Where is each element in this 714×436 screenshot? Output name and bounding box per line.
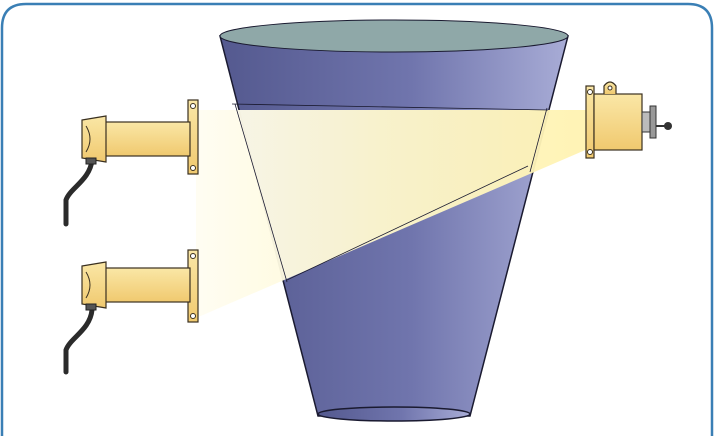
housing-nut: [85, 303, 97, 311]
hopper-bottom-rim: [317, 406, 471, 422]
cable-icon: [63, 307, 95, 375]
receiver: [585, 81, 672, 159]
lifting-eye-hole: [607, 85, 613, 91]
emitter-tube: [103, 121, 191, 157]
hopper-wall-right-line: [529, 107, 548, 173]
cable-icon: [63, 157, 95, 227]
hopper-wall-left-line: [234, 103, 288, 283]
housing-detail: [85, 271, 91, 299]
beam-bottom-edge: [286, 165, 529, 281]
connector-knob-icon: [664, 122, 672, 130]
flange-bolt: [190, 103, 196, 109]
flange-bolt: [190, 165, 196, 171]
hopper-top-opening: [219, 19, 569, 53]
flange-bolt: [587, 149, 593, 155]
flange-bolt: [190, 313, 196, 319]
sensor-housing-icon: [81, 261, 107, 309]
receiver-connector: [649, 105, 657, 139]
receiver-flange: [585, 85, 595, 159]
light-beam: [196, 110, 590, 318]
emitter-tube: [103, 267, 191, 303]
housing-detail: [85, 125, 91, 153]
receiver-connector: [641, 111, 651, 133]
flange-bolt: [587, 89, 593, 95]
beam-top-edge: [231, 103, 549, 111]
sensor-housing-icon: [81, 115, 107, 163]
upper-emitter: [63, 99, 199, 227]
flange-bolt: [190, 253, 196, 259]
detector-box-icon: [593, 93, 643, 151]
lower-emitter: [63, 249, 199, 375]
housing-nut: [85, 157, 97, 165]
